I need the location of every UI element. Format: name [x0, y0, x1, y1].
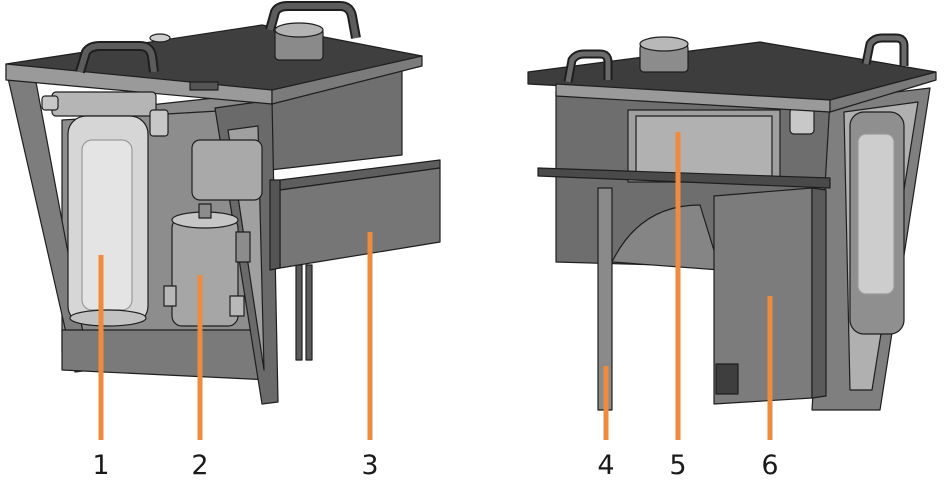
right-handle-left-inner — [565, 51, 611, 83]
left-filter-bowl-inner — [81, 139, 133, 311]
left-filter-bowl-base — [69, 309, 147, 327]
left-cylinder-body — [171, 217, 239, 327]
right-filter-fitting — [789, 107, 815, 135]
right-electronics-ports — [715, 363, 739, 395]
right-box-arch — [611, 204, 721, 271]
callout-label-3: 3 — [361, 450, 378, 481]
left-cylinder-fitting-l — [163, 285, 177, 307]
right-top-plate-edge-right — [829, 71, 937, 113]
left-cylinder-nozzle — [198, 203, 212, 219]
callout-label-2: 2 — [191, 450, 208, 481]
callout-labels: 1 2 3 4 5 6 — [92, 450, 778, 481]
left-rod-b — [305, 264, 313, 361]
left-cylinder-fitting-r — [229, 295, 245, 317]
right-shelf-plate — [537, 167, 831, 189]
leader-lines — [98, 132, 773, 440]
callout-label-5: 5 — [669, 450, 686, 481]
left-window-cutout — [191, 139, 263, 201]
left-handle-back-inner — [267, 3, 359, 39]
callout-label-1: 1 — [92, 450, 109, 481]
left-filter-fitting-l — [41, 95, 59, 111]
left-rod-a — [295, 264, 303, 361]
left-filler-cap-top — [274, 22, 324, 38]
left-filter-fitting-r — [149, 109, 169, 137]
right-electronics-box-side — [811, 187, 827, 399]
left-cylinder-valve — [235, 231, 251, 263]
left-handle-front-inner — [77, 43, 157, 73]
callout-label-6: 6 — [761, 450, 778, 481]
callout-label-4: 4 — [597, 450, 614, 481]
left-assembly-view — [5, 1, 441, 405]
right-handle-right-inner — [863, 35, 907, 66]
left-drawer-edge — [269, 179, 281, 271]
right-assembly-view — [527, 33, 937, 411]
left-top-plate-edge-right — [271, 55, 423, 105]
left-top-hole — [149, 33, 171, 43]
left-side-frame-base — [61, 329, 271, 381]
left-filter-head — [51, 91, 157, 117]
right-inspection-panel-inner — [635, 115, 773, 177]
right-filter-bowl-inner — [857, 133, 895, 295]
left-top-label — [189, 81, 219, 91]
right-filler-cap-top — [639, 36, 689, 52]
